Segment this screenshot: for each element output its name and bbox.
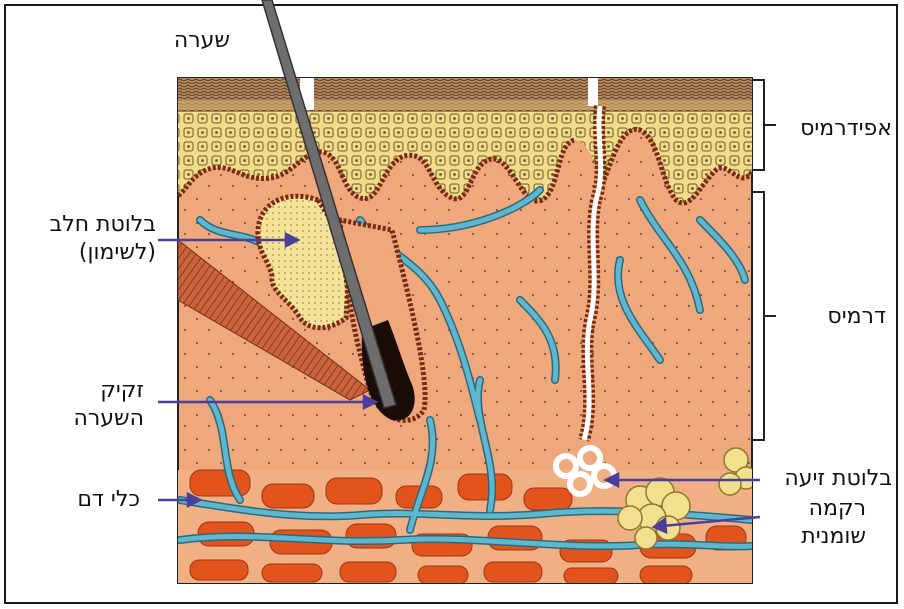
- label-dermis: דרמיס: [780, 304, 886, 330]
- dermis-bracket: [752, 192, 776, 440]
- label-sebaceous-purpose: (לשימון): [20, 240, 156, 266]
- label-fat-tissue: רקמה: [762, 496, 866, 522]
- label-epidermis: אפידרמיס: [780, 116, 892, 142]
- label-sweat-gland: בלוטת זיעה: [762, 466, 892, 492]
- label-sebaceous-gland: בלוטת חלב: [20, 212, 156, 238]
- label-fat-tissue-2: שומנית: [762, 524, 866, 550]
- label-blood-vessels: כלי דם: [20, 487, 140, 513]
- label-hair: שערה: [150, 28, 230, 54]
- label-hair-follicle: זקיק: [40, 378, 144, 404]
- epidermis-bracket: [752, 80, 776, 170]
- label-hair-follicle-2: השערה: [40, 406, 144, 432]
